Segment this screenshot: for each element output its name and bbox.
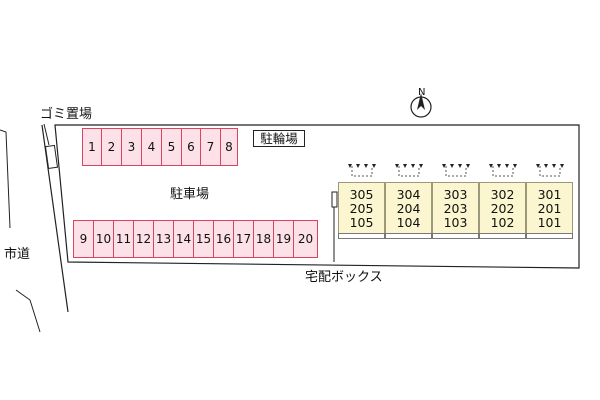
parking-spot: 4: [141, 128, 162, 166]
room-number: 301: [537, 187, 562, 202]
road-label: 市道: [4, 247, 31, 262]
parking-spot-number: 14: [175, 232, 192, 246]
parking-spot-number: 19: [275, 232, 292, 246]
parking-spot-number: 1: [88, 140, 96, 154]
parking-spot: 16: [213, 220, 234, 258]
entrance-markers: [348, 164, 564, 168]
room-number: 203: [443, 201, 468, 216]
north-label: N: [418, 87, 426, 98]
building-step: [385, 233, 432, 239]
site-boundary: [54, 124, 580, 269]
room-number: 201: [537, 201, 562, 216]
road-lower-line: [15, 289, 41, 333]
parking-spot: 9: [73, 220, 94, 258]
parking-spot-number: 11: [115, 232, 132, 246]
room-number: 102: [490, 215, 515, 230]
parking-spot-number: 16: [215, 232, 232, 246]
parking-spot-number: 6: [187, 140, 195, 154]
parking-spot-number: 7: [206, 140, 215, 154]
parking-spot: 10: [93, 220, 114, 258]
building-partitions: [351, 166, 561, 177]
parking-spot: 13: [153, 220, 174, 258]
parking-spot-number: 4: [147, 140, 156, 154]
room-number: 303: [443, 187, 468, 202]
garbage-leader-line: [43, 123, 50, 146]
parking-spot-number: 17: [235, 232, 252, 246]
parking-spot: 12: [133, 220, 154, 258]
room-number: 105: [349, 215, 374, 230]
parking-spot-number: 10: [95, 232, 112, 246]
bicycle-parking: 駐輪場: [253, 130, 305, 147]
parking-spot: 15: [193, 220, 214, 258]
room-number: 101: [537, 215, 562, 230]
parking-spot-number: 8: [225, 140, 233, 154]
room-number: 205: [349, 201, 374, 216]
room-number: 202: [490, 201, 515, 216]
parking-spot-number: 15: [195, 232, 212, 246]
building-unit: 301 201 101: [526, 182, 573, 234]
parking-spot-number: 20: [297, 232, 314, 246]
parking-spot: 8: [220, 128, 238, 166]
parking-spot: 19: [273, 220, 294, 258]
room-number: 103: [443, 215, 468, 230]
building-step: [526, 233, 573, 239]
parking-spot: 18: [253, 220, 274, 258]
room-number: 204: [396, 201, 421, 216]
road-left-line: [0, 129, 11, 229]
building-step: [479, 233, 526, 239]
building-unit: 302 202 102: [479, 182, 526, 234]
room-number: 305: [349, 187, 374, 202]
parking-spot: 20: [293, 220, 318, 258]
garbage-area: [44, 144, 59, 170]
building-unit: 304 204 104: [385, 182, 432, 234]
parking-spot: 3: [121, 128, 142, 166]
parking-spot-number: 3: [127, 140, 136, 154]
garbage-label: ゴミ置場: [40, 107, 93, 122]
delivery-box: [331, 191, 338, 208]
parking-spot: 1: [82, 128, 102, 166]
parking-label: 駐車場: [170, 187, 210, 202]
parking-spot-number: 18: [255, 232, 272, 246]
delivery-box-label: 宅配ボックス: [305, 270, 383, 285]
building-step: [338, 233, 385, 239]
parking-spot-number: 13: [155, 232, 172, 246]
room-number: 304: [396, 187, 421, 202]
building-unit: 305 205 105: [338, 182, 385, 234]
parking-spot: 6: [181, 128, 201, 166]
parking-spot-number: 9: [79, 232, 88, 246]
parking-spot: 11: [113, 220, 134, 258]
building-unit: 303 203 103: [432, 182, 479, 234]
building-step: [432, 233, 479, 239]
parking-spot: 2: [101, 128, 122, 166]
parking-spot: 7: [200, 128, 221, 166]
bicycle-parking-label: 駐輪場: [260, 131, 298, 146]
north-arrow-icon: [410, 93, 432, 118]
parking-spot-number: 2: [107, 140, 116, 154]
parking-spot: 5: [161, 128, 182, 166]
parking-spot: 14: [173, 220, 194, 258]
parking-spot: 17: [233, 220, 254, 258]
road-edge-line: [41, 124, 69, 313]
room-number: 104: [396, 215, 421, 230]
room-number: 302: [490, 187, 515, 202]
parking-spot-number: 5: [167, 140, 176, 154]
parking-spot-number: 12: [135, 232, 152, 246]
